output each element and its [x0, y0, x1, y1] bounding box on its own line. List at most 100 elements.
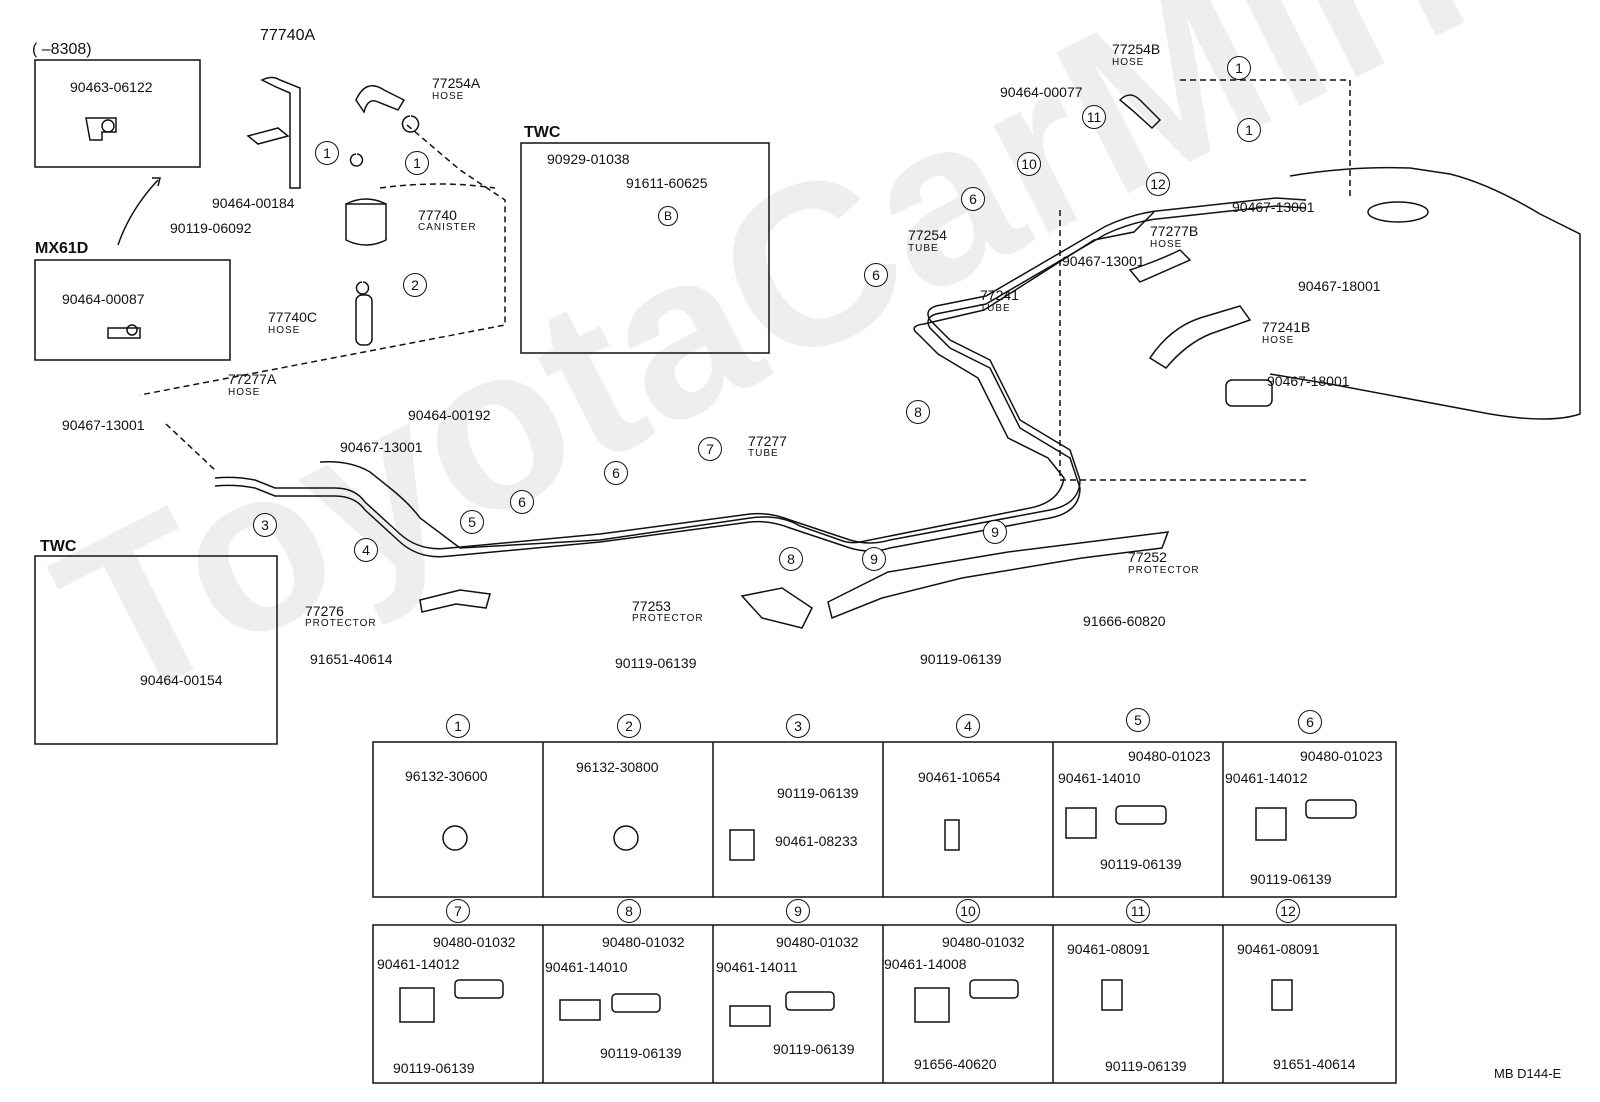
detail-table-grid [372, 741, 1397, 1084]
cell-12-part-b: 91651-40614 [1273, 1056, 1356, 1072]
callout-8-b: 8 [906, 400, 930, 424]
part-90464-00184: 90464-00184 [212, 195, 295, 211]
callout-10: 10 [1017, 152, 1041, 176]
part-90119-06139-a: 90119-06139 [615, 655, 697, 671]
hose-77241B [1148, 305, 1252, 369]
cell-11-part-b: 90119-06139 [1105, 1058, 1187, 1074]
part-77740: 77740 [418, 207, 457, 223]
hose-77277B [1128, 249, 1192, 283]
protector-tag-77276: PROTECTOR [305, 618, 377, 629]
part-77241B: 77241B [1262, 319, 1311, 335]
inset-box-twc-bottom [34, 555, 278, 745]
protector-tag-77253: PROTECTOR [632, 613, 704, 624]
part-77253: 77253 [632, 598, 671, 614]
part-90467-18001-b: 90467-18001 [1267, 373, 1350, 389]
part-77277A: 77277A [228, 371, 277, 387]
table-header-11: 11 [1126, 899, 1150, 923]
callout-7: 7 [698, 437, 722, 461]
cell-1-part: 96132-30600 [405, 768, 488, 784]
inset-box-mx61d [34, 259, 231, 361]
cell-7-part-a: 90480-01032 [433, 934, 516, 950]
table-header-6: 6 [1298, 710, 1322, 734]
protector-77252 [827, 531, 1170, 620]
clip-glyph-8308 [85, 117, 117, 141]
table-header-4: 4 [956, 714, 980, 738]
tube-77241 [319, 211, 1155, 549]
callout-1-b: 1 [405, 151, 429, 175]
cell-9-part-a: 90480-01032 [776, 934, 859, 950]
cell-5-part-b: 90461-14010 [1058, 770, 1141, 786]
cell-6-part-c: 90119-06139 [1250, 871, 1332, 887]
callout-3: 3 [253, 513, 277, 537]
part-77252: 77252 [1128, 549, 1167, 565]
hose-77254B [1118, 94, 1162, 130]
table-header-7: 7 [446, 899, 470, 923]
cell-9-part-c: 90119-06139 [773, 1041, 855, 1057]
part-77277: 77277 [748, 433, 787, 449]
part-90464-00077: 90464-00077 [1000, 84, 1083, 100]
part-90467-13001-d: 90467-13001 [1062, 253, 1145, 269]
part-77277B: 77277B [1150, 223, 1199, 239]
part-77254B: 77254B [1112, 41, 1161, 57]
part-77254: 77254 [908, 227, 947, 243]
table-header-12: 12 [1276, 899, 1300, 923]
callout-8-a: 8 [779, 547, 803, 571]
cell-3-part-b: 90461-08233 [775, 833, 858, 849]
table-header-5: 5 [1126, 708, 1150, 732]
part-91611-60625: 91611-60625 [626, 175, 708, 191]
table-header-8: 8 [617, 899, 641, 923]
callout-5: 5 [460, 510, 484, 534]
cell-4-part: 90461-10654 [918, 769, 1001, 785]
callout-9-b: 9 [983, 520, 1007, 544]
fuel-tank [1269, 166, 1581, 420]
table-header-1: 1 [446, 714, 470, 738]
tube-77254 [214, 205, 1307, 558]
part-90119-06139-b: 90119-06139 [920, 651, 1002, 667]
part-77254A: 77254A [432, 75, 481, 91]
protector-77276 [419, 589, 491, 613]
hose-77740C [355, 294, 373, 346]
cell-8-part-c: 90119-06139 [600, 1045, 682, 1061]
cell-2-part: 96132-30800 [576, 759, 659, 775]
table-header-10: 10 [956, 899, 980, 923]
part-90467-13001-a: 90467-13001 [62, 417, 145, 433]
inset-range-label: ( –8308) [32, 41, 92, 58]
callout-1-c: 1 [1227, 56, 1251, 80]
inset-box-twc-top [520, 142, 770, 354]
callout-6-b: 6 [604, 461, 628, 485]
part-90467-13001-c: 90467-13001 [1232, 199, 1315, 215]
tube-tag-77254: TUBE [908, 243, 939, 254]
part-91651-40614: 91651-40614 [310, 651, 393, 667]
cell-11-part-a: 90461-08091 [1067, 941, 1150, 957]
part-90464-00087: 90464-00087 [62, 291, 145, 307]
cell-6-part-a: 90480-01023 [1300, 748, 1383, 764]
cell-6-part-b: 90461-14012 [1225, 770, 1308, 786]
part-90464-00192: 90464-00192 [408, 407, 491, 423]
callout-6-d: 6 [961, 187, 985, 211]
cell-5-part-c: 90119-06139 [1100, 856, 1182, 872]
protector-tag-77252: PROTECTOR [1128, 565, 1200, 576]
hose-77254A [355, 85, 406, 114]
protector-77253 [740, 587, 813, 629]
part-77276: 77276 [305, 603, 344, 619]
table-header-3: 3 [786, 714, 810, 738]
part-90464-00154: 90464-00154 [140, 672, 223, 688]
cell-9-part-b: 90461-14011 [716, 959, 798, 975]
callout-9-a: 9 [862, 547, 886, 571]
table-header-2: 2 [617, 714, 641, 738]
bracket-90464-00184 [246, 127, 290, 145]
marker-b: B [658, 206, 678, 226]
cell-7-part-b: 90461-14012 [377, 956, 460, 972]
part-77241: 77241 [980, 287, 1019, 303]
canister-tag: CANISTER [418, 222, 477, 233]
cell-3-part-a: 90119-06139 [777, 785, 859, 801]
inset-box-8308 [34, 59, 201, 168]
callout-11: 11 [1082, 105, 1106, 129]
tube-tag-77277: TUBE [748, 448, 779, 459]
callout-2: 2 [403, 273, 427, 297]
cell-12-part-a: 90461-08091 [1237, 941, 1320, 957]
part-90467-18001-a: 90467-18001 [1298, 278, 1381, 294]
callout-6-c: 6 [864, 263, 888, 287]
part-91666-60820: 91666-60820 [1083, 613, 1166, 629]
cell-5-part-a: 90480-01023 [1128, 748, 1211, 764]
